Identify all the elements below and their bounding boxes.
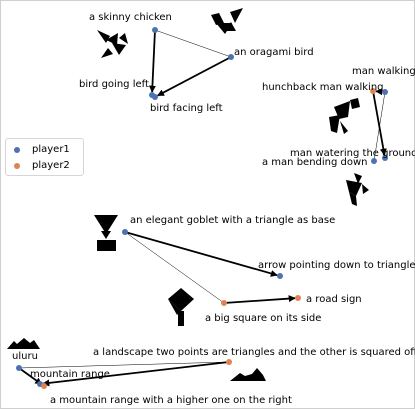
point-player2 bbox=[41, 383, 47, 389]
node-label: an elegant goblet with a triangle as bas… bbox=[130, 215, 335, 226]
node-label: hunchback man walking bbox=[262, 82, 384, 93]
thin-edge bbox=[154, 29, 232, 58]
point-player2 bbox=[295, 295, 301, 301]
point-player1 bbox=[16, 365, 22, 371]
legend-label-player1: player1 bbox=[32, 144, 70, 155]
point-player1 bbox=[228, 54, 234, 60]
uluru-silhouette-icon bbox=[7, 338, 40, 349]
square-on-side-silhouette-icon bbox=[168, 288, 194, 326]
node-label: a skinny chicken bbox=[89, 12, 172, 23]
point-player1 bbox=[371, 158, 377, 164]
point-player1 bbox=[152, 94, 158, 100]
arrow-edge bbox=[148, 29, 156, 93]
thin-edge bbox=[124, 231, 225, 304]
thin-edges bbox=[18, 29, 386, 369]
man-walking-silhouette-icon bbox=[329, 98, 360, 134]
node-label: arrow pointing down to triangle bbox=[258, 260, 415, 271]
arrow-edge bbox=[372, 90, 387, 156]
node-labels: a skinny chicken an oragami bird bird goin… bbox=[12, 12, 415, 406]
node-label: a road sign bbox=[306, 294, 362, 305]
node-label: man watering the ground bbox=[290, 148, 415, 159]
node-label: bird facing left bbox=[150, 103, 223, 114]
node-label: mountain range bbox=[30, 369, 110, 380]
legend: player1 player2 bbox=[5, 138, 84, 176]
chicken-silhouette-icon bbox=[211, 8, 243, 34]
arrow-edge bbox=[157, 56, 232, 97]
arrow-edge bbox=[18, 367, 43, 385]
goblet-silhouette-icon bbox=[94, 215, 118, 251]
node-label: a man bending down bbox=[262, 157, 368, 168]
man-bending-silhouette-icon bbox=[346, 173, 369, 206]
legend-marker-player2 bbox=[14, 163, 20, 169]
node-label: a big square on its side bbox=[205, 313, 321, 324]
point-player1 bbox=[122, 229, 128, 235]
legend-marker-player1 bbox=[14, 147, 20, 153]
legend-item-player1: player1 bbox=[14, 143, 70, 157]
legend-item-player2: player2 bbox=[14, 159, 70, 173]
node-label: an oragami bird bbox=[234, 47, 314, 58]
point-player2 bbox=[226, 359, 232, 365]
point-player2 bbox=[221, 300, 227, 306]
crane-silhouette-icon bbox=[97, 30, 128, 58]
data-points bbox=[16, 27, 388, 389]
node-label: a landscape two points are triangles and… bbox=[93, 347, 415, 358]
node-label: a mountain range with a higher one on th… bbox=[50, 395, 292, 406]
arrow-edge bbox=[223, 295, 296, 304]
thin-edge bbox=[18, 361, 230, 369]
arrow-edge bbox=[124, 231, 278, 277]
arrow-edge bbox=[42, 361, 230, 387]
point-player1 bbox=[152, 27, 158, 33]
point-player2 bbox=[370, 88, 376, 94]
node-label: bird going left bbox=[79, 79, 149, 90]
node-label: uluru bbox=[12, 351, 38, 362]
point-player1 bbox=[277, 273, 283, 279]
mountain-range-silhouette-icon bbox=[230, 368, 266, 381]
point-player1 bbox=[382, 89, 388, 95]
point-player1 bbox=[382, 155, 388, 161]
legend-label-player2: player2 bbox=[32, 160, 70, 171]
node-label: man walking bbox=[352, 66, 415, 77]
